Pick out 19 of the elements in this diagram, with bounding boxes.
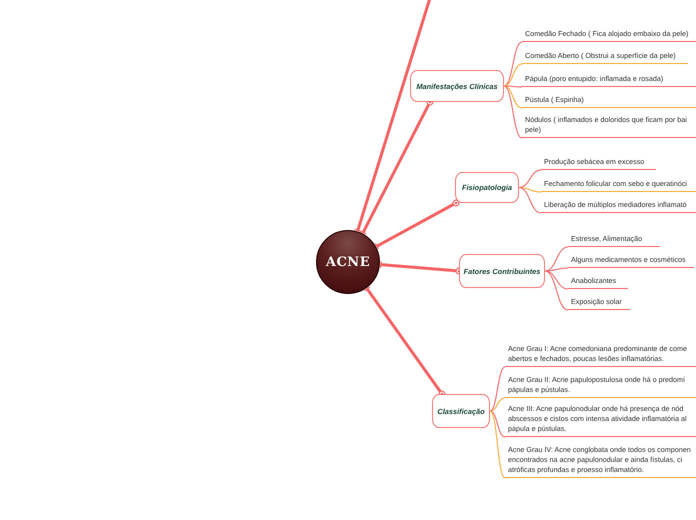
branch-line (504, 86, 522, 138)
branch-line (544, 268, 568, 272)
central-topic-circle: ACNE (316, 230, 380, 294)
branch-line (504, 86, 522, 108)
connector-line (354, 0, 432, 232)
branch-line (490, 398, 506, 412)
branch-line (490, 366, 506, 412)
branch-line (544, 246, 568, 272)
branch-line (544, 270, 568, 310)
branch-line (490, 410, 506, 438)
connector-line (374, 200, 460, 250)
branch-line (518, 187, 542, 192)
branch-line (504, 86, 522, 88)
branch-line (518, 170, 542, 188)
branch-line (490, 410, 506, 478)
branch-line (518, 187, 542, 214)
branch-line (504, 42, 522, 86)
branch-line (504, 64, 522, 86)
branch-line (544, 270, 568, 290)
